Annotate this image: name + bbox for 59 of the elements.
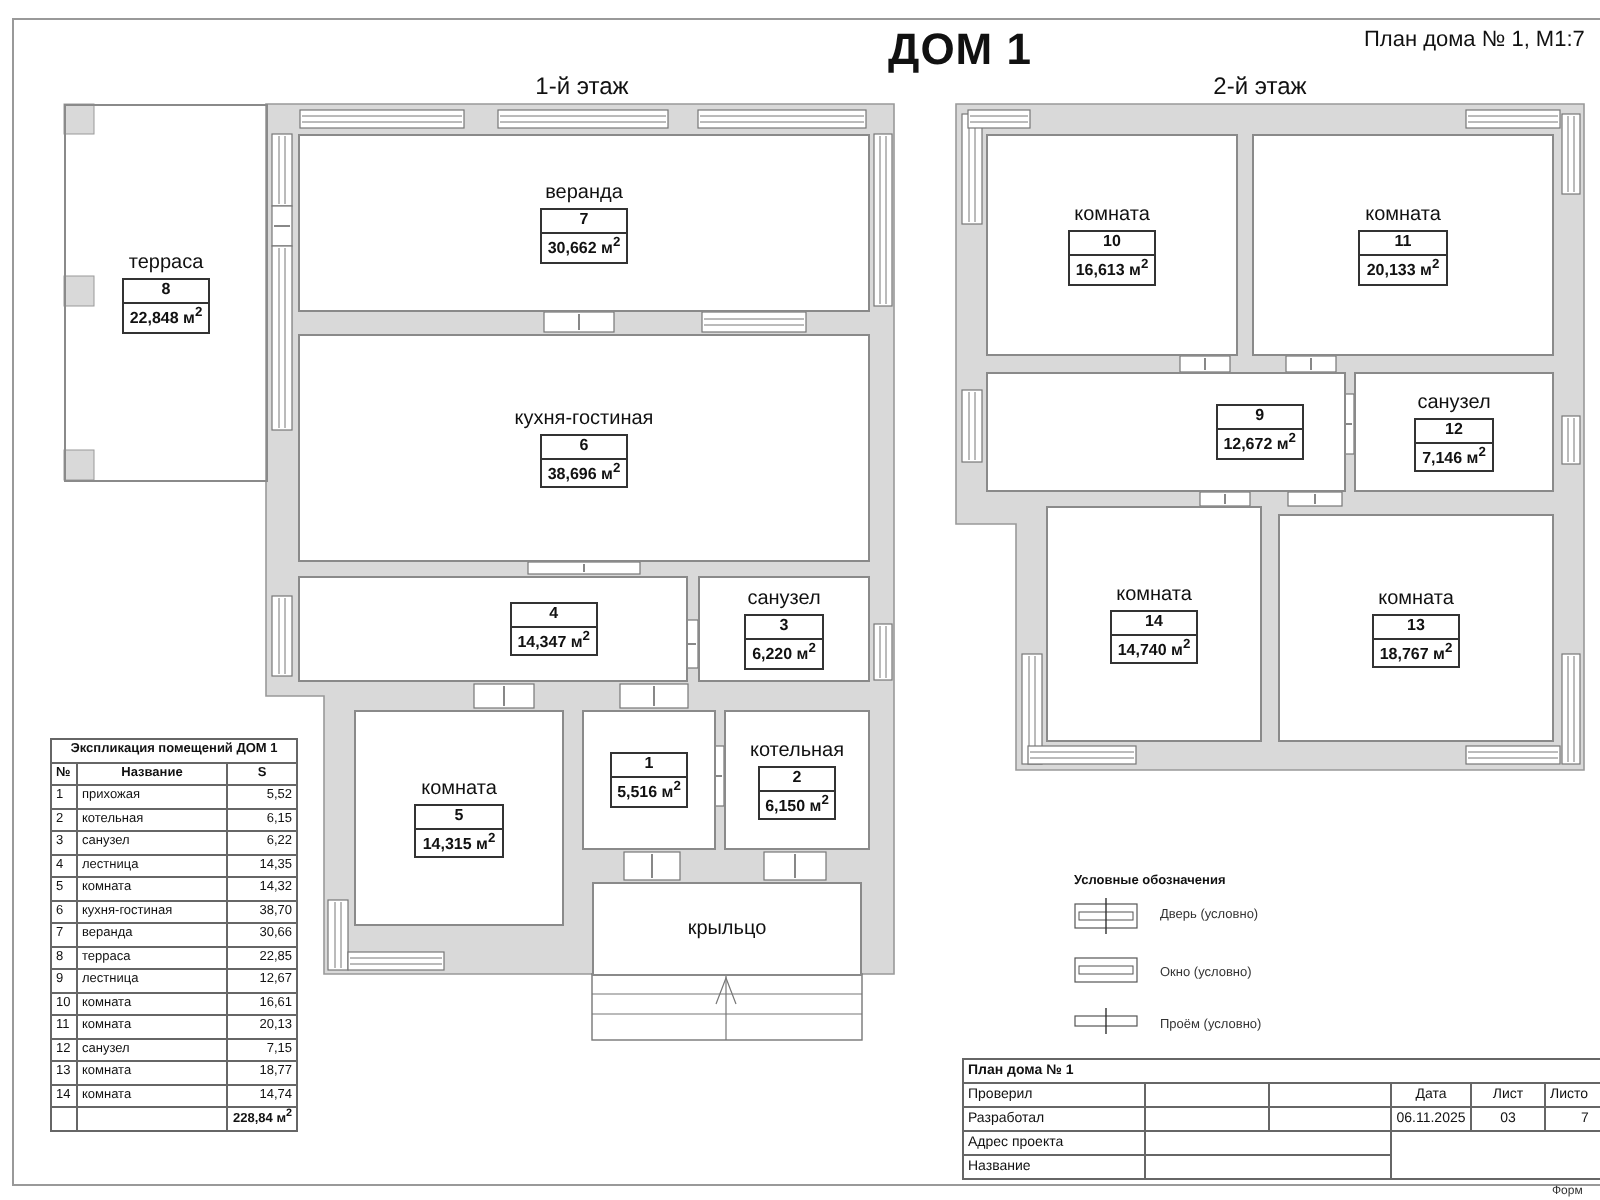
room: [592, 882, 862, 976]
room-area: 6,150 м$^{2}$: [759, 791, 835, 819]
room-name: терраса: [128, 252, 204, 275]
room-name: комната: [1378, 587, 1454, 610]
room-number: 10: [1069, 232, 1155, 257]
room-number: 9: [1217, 406, 1302, 431]
room-area: 38,696 м$^{2}$: [541, 459, 627, 487]
room-name: санузел: [1417, 391, 1491, 414]
room-number: 1: [611, 754, 687, 779]
room-number: 6: [541, 435, 627, 460]
room-number: 2: [759, 767, 835, 792]
room-number: 3: [746, 616, 822, 641]
room: [298, 134, 870, 312]
room-area: 5,516 м$^{2}$: [611, 778, 687, 806]
room-area: 12,672 м$^{2}$: [1217, 430, 1302, 458]
room-number: 14: [1111, 611, 1197, 636]
room-number: 5: [416, 805, 502, 830]
room-area: 16,613 м$^{2}$: [1069, 256, 1155, 284]
room-name: кухня-гостиная: [514, 407, 654, 430]
room-number: 13: [1373, 615, 1459, 640]
room: [1046, 506, 1262, 742]
room-number: 8: [123, 280, 209, 305]
room-area: 6,220 м$^{2}$: [746, 640, 822, 668]
room-name: котельная: [749, 739, 845, 762]
room-area: 14,315 м$^{2}$: [416, 829, 502, 857]
room-number: 11: [1360, 232, 1446, 257]
room: [582, 710, 716, 850]
floor-label: 2-й этаж: [1213, 72, 1307, 100]
room: [724, 710, 870, 850]
room-area: 14,740 м$^{2}$: [1111, 635, 1197, 663]
room-name: комната: [1116, 583, 1192, 606]
room-number: 12: [1416, 419, 1492, 444]
room-area: 18,767 м$^{2}$: [1373, 639, 1459, 667]
room: [298, 334, 870, 562]
room-number: 7: [541, 210, 627, 235]
room-name: комната: [421, 777, 497, 800]
room-area: 22,848 м$^{2}$: [123, 304, 209, 332]
room: [986, 372, 1346, 492]
floor-label: 1-й этаж: [535, 72, 629, 100]
room: [1354, 372, 1554, 492]
room-name: санузел: [747, 588, 821, 611]
room-number: 4: [511, 603, 596, 628]
room-name: веранда: [545, 182, 623, 205]
room: [354, 710, 564, 926]
room-name: комната: [1074, 204, 1150, 227]
room-area: 7,146 м$^{2}$: [1416, 443, 1492, 471]
sheet-title: ДОМ 1: [886, 24, 1034, 76]
room-name: комната: [1365, 204, 1441, 227]
sheet-subtitle: План дома № 1, М1:7: [1364, 28, 1585, 52]
room-area: 20,133 м$^{2}$: [1360, 256, 1446, 284]
terrace-area: [64, 104, 268, 482]
room: [298, 576, 688, 682]
room: [1278, 514, 1554, 742]
room: [698, 576, 870, 682]
room: [1252, 134, 1554, 356]
room-area: 30,662 м$^{2}$: [541, 234, 627, 262]
room-name: крыльцо: [687, 918, 767, 940]
room: [986, 134, 1238, 356]
room-area: 14,347 м$^{2}$: [511, 627, 596, 655]
